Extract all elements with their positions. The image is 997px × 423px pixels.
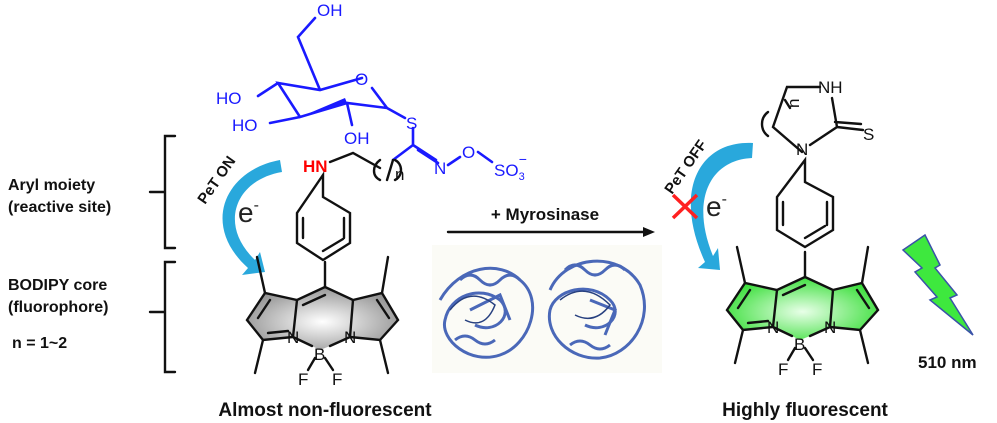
svg-text:F: F	[812, 360, 822, 379]
svg-text:NH: NH	[818, 78, 843, 97]
aryl-moiety-label: Aryl moiety	[8, 177, 95, 194]
fluorescence-lightning-icon	[901, 233, 974, 336]
svg-text:N: N	[287, 328, 299, 347]
bodipy-core-green: N N B F F	[725, 245, 880, 379]
pet-off-arrow	[690, 142, 753, 270]
svg-text:OH: OH	[344, 129, 370, 148]
core-bracket	[148, 260, 177, 374]
svg-text:O: O	[462, 143, 475, 162]
emission-wavelength-label: 510 nm	[918, 353, 977, 372]
svg-text:HO: HO	[216, 89, 242, 108]
bodipy-core-gray	[247, 287, 398, 350]
svg-text:F: F	[332, 370, 342, 389]
svg-text:S: S	[863, 125, 874, 144]
alkyl-linker	[328, 151, 403, 182]
svg-text:B: B	[314, 345, 325, 364]
myrosinase-protein-image	[432, 245, 662, 373]
glucosinolate-moiety: OH O HO HO OH S N O SO3−	[216, 1, 527, 183]
thiourea-ring-and-phenyl	[771, 85, 865, 249]
amine-nh: HN	[303, 157, 328, 176]
reagent-label: + Myrosinase	[491, 205, 599, 224]
svg-text:S: S	[406, 114, 417, 133]
svg-text:n: n	[784, 99, 803, 108]
aryl-bracket	[148, 134, 177, 250]
svg-text:OH: OH	[317, 1, 343, 20]
phenyl-left	[295, 171, 352, 262]
svg-text:N: N	[796, 140, 808, 159]
n-range-label: n = 1~2	[12, 335, 67, 352]
left-caption: Almost non-fluorescent	[218, 400, 432, 421]
svg-text:F: F	[778, 360, 788, 379]
svg-text:N: N	[767, 318, 779, 337]
pet-on-arrow	[222, 160, 282, 275]
svg-text:SO3−: SO3−	[494, 151, 527, 183]
svg-text:n: n	[395, 165, 404, 184]
svg-text:HO: HO	[232, 116, 258, 135]
svg-text:N: N	[344, 328, 356, 347]
svg-text:N: N	[434, 159, 446, 178]
right-caption: Highly fluorescent	[722, 400, 888, 421]
bodipy-core-label: BODIPY core	[8, 277, 107, 294]
blocked-x-icon	[671, 193, 699, 220]
electron-label: e-	[238, 197, 259, 228]
svg-text:O: O	[355, 70, 368, 89]
electron-label-right: e-	[706, 191, 727, 222]
fluorophore-label: (fluorophore)	[8, 299, 108, 316]
svg-text:F: F	[298, 370, 308, 389]
svg-text:B: B	[794, 335, 805, 354]
svg-text:N: N	[824, 318, 836, 337]
ring-bracket	[760, 98, 792, 138]
reactive-site-label: (reactive site)	[8, 199, 111, 216]
